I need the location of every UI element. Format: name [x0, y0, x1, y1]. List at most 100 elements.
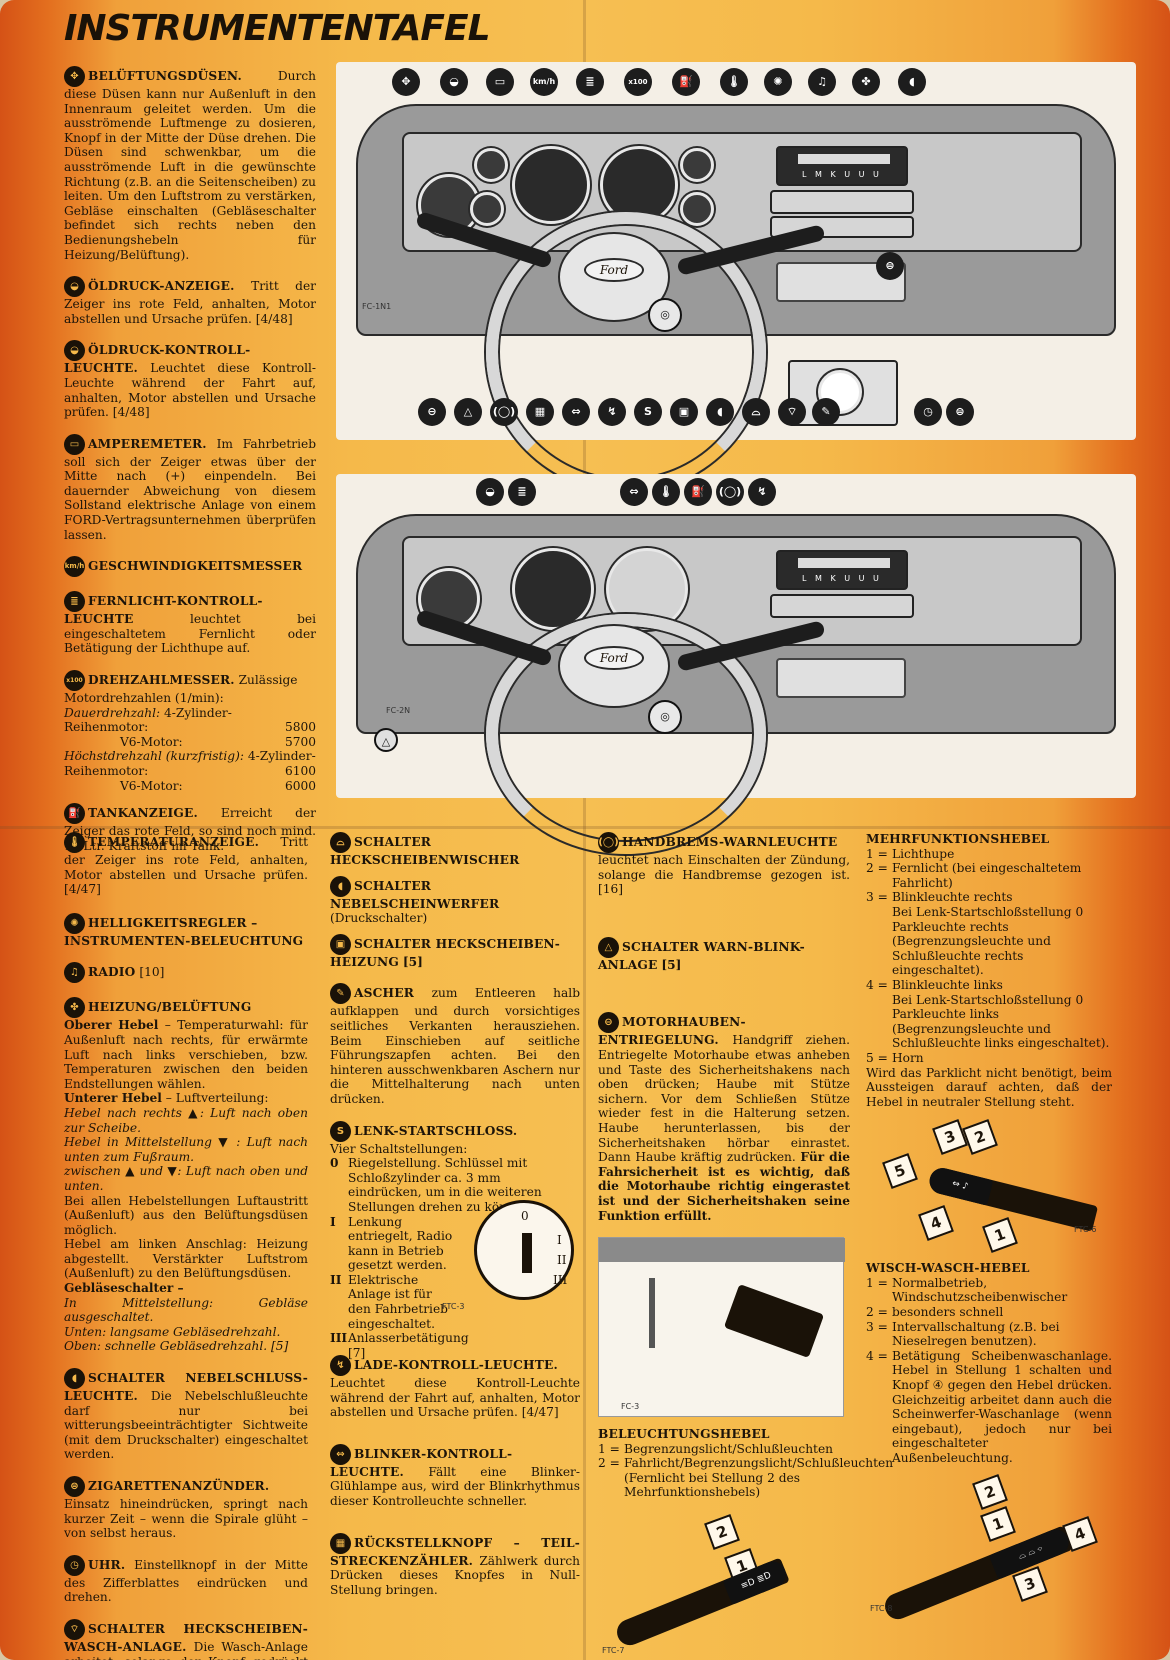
figure-code: FC-3 [621, 1402, 640, 1412]
section-rear-wiper: ⌓SCHALTER HECKSCHEIBENWISCHER [330, 832, 580, 868]
hood-release-icon: ⊖ [598, 1012, 619, 1034]
handbrake-icon: (◯) [716, 478, 744, 506]
fan-icon: ✤ [64, 997, 85, 1019]
bottom-column-1: 🌡TEMPERATURANZEIGE. Tritt der Zeiger ins… [64, 832, 308, 1660]
section-wiper-lever: WISCH-WASCH-HEBEL 1 =Normalbetrieb, Wind… [866, 1261, 1112, 1465]
dashboard-figure-1: ✥ ◒ ▭ km/h ≣ x100 ⛽ 🌡 ✺ ♫ ✤ ◖ L M K U U … [336, 62, 1136, 492]
bottom-column-3: (◯)HANDBREMS-WARNLEUCHTE leuchtet nach E… [598, 832, 893, 1660]
rear-fog-icon: ◖ [64, 1368, 85, 1390]
section-rear-fog: ◖SCHALTER NEBELSCHLUSS-LEUCHTE. Die Nebe… [64, 1368, 308, 1462]
fog-lamp-icon: ◖ [330, 875, 351, 897]
hazard-icon: △ [598, 936, 619, 958]
section-rear-wash: ⌔SCHALTER HECKSCHEIBEN-WASCH-ANLAGE. Die… [64, 1618, 308, 1660]
speedometer-gauge [512, 146, 590, 224]
section-dimmer: ✺HELLIGKEITSREGLER – INSTRUMENTEN-BELEUC… [64, 912, 308, 949]
fog-lamp-icon: ◖ [706, 398, 734, 426]
turn-signal-icon: ⇔ [562, 398, 590, 426]
temperature-icon: 🌡 [720, 68, 748, 96]
rear-heat-icon: ▣ [330, 933, 351, 955]
hazard-icon: △ [454, 398, 482, 426]
vent-icon: ✥ [392, 68, 420, 96]
hood-release-icon: ⊖ [418, 398, 446, 426]
heater-controls [770, 190, 914, 214]
wiper-lever-illustration: 2 1 4 3 ⌓ ⌓ ⌔ FTC-8 [866, 1473, 1112, 1623]
tachometer-icon: x100 [624, 68, 652, 96]
page-title: INSTRUMENTENTAFEL [64, 8, 491, 49]
multifunction-lever: ⇔ ♪ [926, 1165, 1099, 1233]
rpm-icon: x100 [64, 670, 85, 692]
fan-icon: ✤ [852, 68, 880, 96]
charge-lamp-icon: ↯ [598, 398, 626, 426]
radio-unit: L M K U U U [776, 550, 908, 590]
section-ammeter: ▭AMPEREMETER. Im Fahrbetrieb soll sich d… [64, 433, 316, 543]
ford-logo: Ford [584, 258, 644, 282]
section-lighter: ⊜ZIGARETTENANZÜNDER. Einsatz hineindrück… [64, 1476, 308, 1541]
clock-face [818, 370, 862, 414]
speedometer-icon: km/h [530, 68, 558, 96]
section-radio: ♫RADIO [10] [64, 962, 308, 984]
arrow-2: 2 [704, 1514, 740, 1551]
hood-release-illustration: FC-3 [598, 1237, 845, 1418]
ignition-key-cylinder: 0 I II III [474, 1200, 574, 1301]
section-charge-lamp: ↯LADE-KONTROLL-LEUCHTE. Leuchtet diese K… [330, 1355, 580, 1420]
section-temperature: 🌡TEMPERATURANZEIGE. Tritt der Zeiger ins… [64, 832, 308, 897]
high-beam-icon: ≣ [508, 478, 536, 506]
radio-buttons: L M K U U U [802, 574, 882, 583]
rear-wash-icon: ⌔ [778, 398, 806, 426]
handbrake-icon: (◯) [490, 398, 518, 426]
oil-can-icon: ◒ [64, 276, 85, 298]
cigarette-icon: ⊜ [946, 398, 974, 426]
section-fog-lamps: ◖SCHALTER NEBELSCHEINWERFER (Druckschalt… [330, 875, 580, 926]
ammeter-icon: ▭ [486, 68, 514, 96]
arrow-2: 2 [972, 1473, 1008, 1510]
hood-edge [599, 1238, 845, 1263]
radio-icon: ♫ [808, 68, 836, 96]
fuel-pump-icon: ⛽ [64, 803, 85, 825]
hazard-icon: △ [374, 728, 398, 752]
radio-display [798, 154, 890, 164]
charge-lamp-icon: ↯ [330, 1355, 351, 1377]
trip-reset-icon: ▦ [526, 398, 554, 426]
fuel-icon: ⛽ [684, 478, 712, 506]
light-lever: ≡D ≣D [613, 1557, 790, 1650]
key-slot [522, 1233, 532, 1274]
high-beam-icon: ≣ [64, 591, 85, 613]
charge-lamp-icon: ↯ [748, 478, 776, 506]
bottom-column-4: MEHRFUNKTIONSHEBEL 1 =Lichthupe 2 =Fernl… [866, 832, 1112, 1623]
turn-signal-icon: ⇔ [330, 1443, 351, 1465]
fuel-icon: ⛽ [672, 68, 700, 96]
battery-icon: ▭ [64, 433, 85, 455]
bottom-column-2: ⌓SCHALTER HECKSCHEIBENWISCHER ◖SCHALTER … [330, 832, 580, 1597]
wiper-lever: ⌓ ⌓ ⌔ [881, 1525, 1073, 1623]
cigarette-icon: ⊜ [64, 1476, 85, 1497]
section-heating: ✤HEIZUNG/BELÜFTUNG Oberer Hebel – Temper… [64, 997, 308, 1354]
cigarette-lighter-icon: ⊜ [876, 252, 904, 280]
arrow-5: 5 [882, 1153, 918, 1190]
section-vents: ✥BELÜFTUNGSDÜSEN. Durch diese Düsen kann… [64, 66, 316, 262]
handbrake-icon: (◯) [598, 832, 619, 853]
oil-can-icon: ◒ [64, 340, 85, 362]
arrow-1: 1 [982, 1217, 1018, 1254]
figure-code: FC-1N1 [362, 302, 392, 311]
speedometer-gauge [512, 548, 594, 630]
section-hood-release: ⊖MOTORHAUBEN-ENTRIEGELUNG. Handgriff zie… [598, 1012, 850, 1223]
radio-icon: ♫ [64, 962, 85, 984]
rear-fog-icon: ◖ [898, 68, 926, 96]
turn-signal-icon: ⇔ [620, 478, 648, 506]
figure-code: FC-2N [386, 706, 411, 715]
radio-buttons: L M K U U U [802, 170, 882, 179]
section-fuel: ⛽TANKANZEIGE. Erreicht der Zeiger das ro… [64, 803, 316, 853]
oil-pressure-icon: ◒ [440, 68, 468, 96]
trip-reset-icon: ▦ [330, 1532, 351, 1554]
lever-head: ⇔ ♪ [926, 1165, 994, 1206]
arrow-3: 3 [932, 1119, 968, 1156]
heater-controls [770, 594, 914, 618]
figure-code: FTC-7 [602, 1646, 625, 1656]
light-lever-illustration: 2 1 ≡D ≣D FTC-7 [598, 1514, 850, 1660]
figure-code: FTC-6 [1074, 1225, 1097, 1235]
section-rear-heat: ▣SCHALTER HECKSCHEIBEN-HEIZUNG [5] [330, 933, 580, 970]
oil-pressure-icon: ◒ [476, 478, 504, 506]
